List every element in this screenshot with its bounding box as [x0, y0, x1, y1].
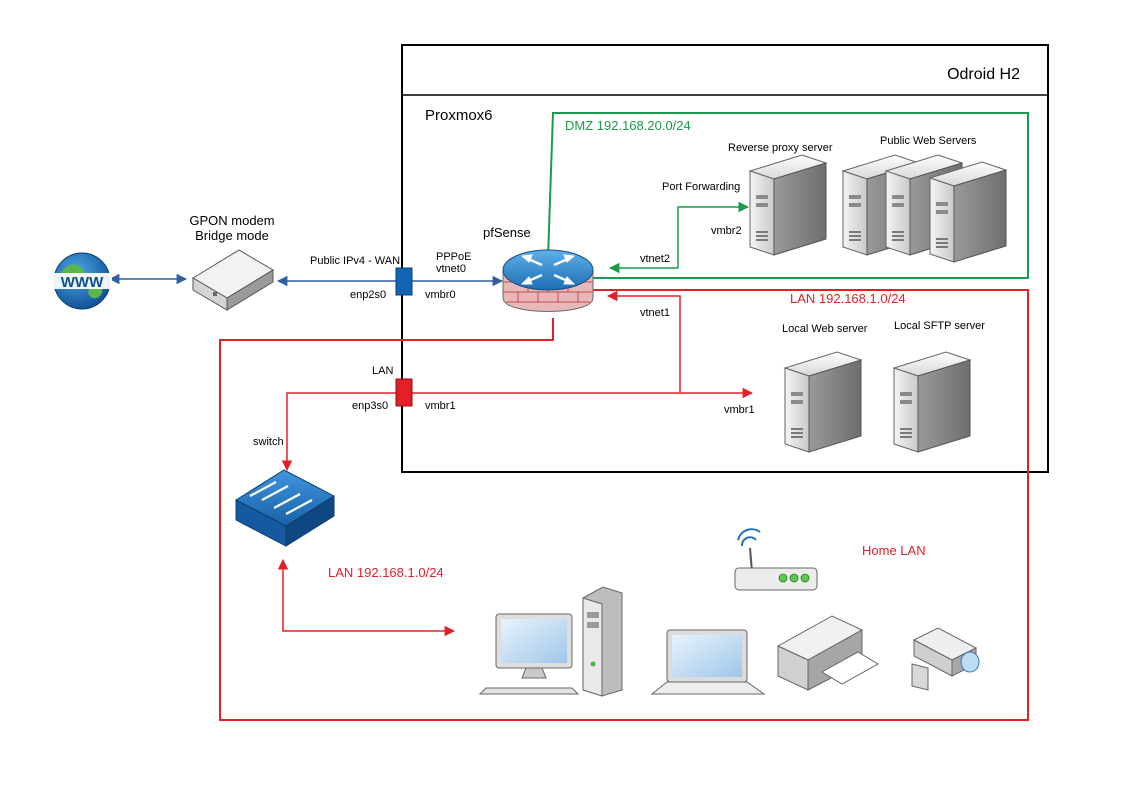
modem-icon [192, 249, 274, 311]
globe-icon: WWW [52, 252, 112, 310]
laptop-icon [650, 629, 766, 695]
wan-port [395, 267, 413, 296]
wan-link-label: Public IPv4 - WAN [310, 255, 400, 267]
reverse-proxy-label: Reverse proxy server [728, 142, 833, 154]
vmbr2-label: vmbr2 [711, 225, 742, 237]
public-web-servers-label: Public Web Servers [880, 135, 977, 147]
lan-port-label: LAN [372, 365, 393, 377]
vmbr0-label: vmbr0 [425, 289, 456, 301]
server-cluster-icon [842, 154, 1007, 263]
www-label: WWW [61, 274, 104, 291]
local-web-server-label: Local Web server [782, 323, 868, 335]
lan-zone: LAN 192.168.1.0/24 [219, 289, 1029, 721]
local-web-server-icon [784, 351, 862, 453]
pppoe-label: PPPoE [436, 251, 471, 263]
pfsense-label: pfSense [483, 225, 531, 240]
lan-port [395, 378, 413, 407]
vtnet2-label: vtnet2 [640, 253, 670, 265]
vmbr1-right-label: vmbr1 [724, 404, 755, 416]
vtnet1-label: vtnet1 [640, 307, 670, 319]
enp3s0-label: enp3s0 [352, 400, 388, 412]
local-sftp-server-icon [893, 351, 971, 453]
dmz-link [608, 201, 750, 274]
reverse-proxy-server-icon [749, 154, 827, 256]
wan-links [108, 273, 504, 287]
enp2s0-label: enp2s0 [350, 289, 386, 301]
proxmox-title: Proxmox6 [425, 107, 493, 124]
switch-icon [234, 469, 336, 547]
local-sftp-server-label: Local SFTP server [894, 320, 985, 332]
modem-label-line2: Bridge mode [195, 228, 269, 243]
desktop-computer-icon [478, 586, 623, 697]
port-forwarding-label: Port Forwarding [662, 181, 740, 193]
wireless-router-icon [734, 528, 818, 591]
vmbr1-left-label: vmbr1 [425, 400, 456, 412]
home-lan-subnet-label: LAN 192.168.1.0/24 [328, 565, 444, 580]
proxmox-box: Proxmox6 [402, 94, 1048, 124]
home-lan-label: Home LAN [862, 543, 926, 558]
lan-zone-label: LAN 192.168.1.0/24 [790, 291, 906, 306]
odroid-h2-box: Odroid H2 [401, 44, 1049, 473]
dmz-zone: DMZ 192.168.20.0/24 [547, 112, 1029, 279]
firewall-router-icon [502, 249, 594, 312]
modem-label-line1: GPON modem [189, 213, 274, 228]
lan-internal-link [281, 290, 754, 472]
dmz-zone-label: DMZ 192.168.20.0/24 [565, 118, 691, 133]
switch-label: switch [253, 436, 284, 448]
home-lan-link [277, 558, 456, 637]
odroid-h2-title: Odroid H2 [947, 66, 1020, 83]
security-camera-icon [911, 627, 980, 691]
vtnet0-label: vtnet0 [436, 263, 466, 275]
printer-icon [776, 615, 879, 691]
